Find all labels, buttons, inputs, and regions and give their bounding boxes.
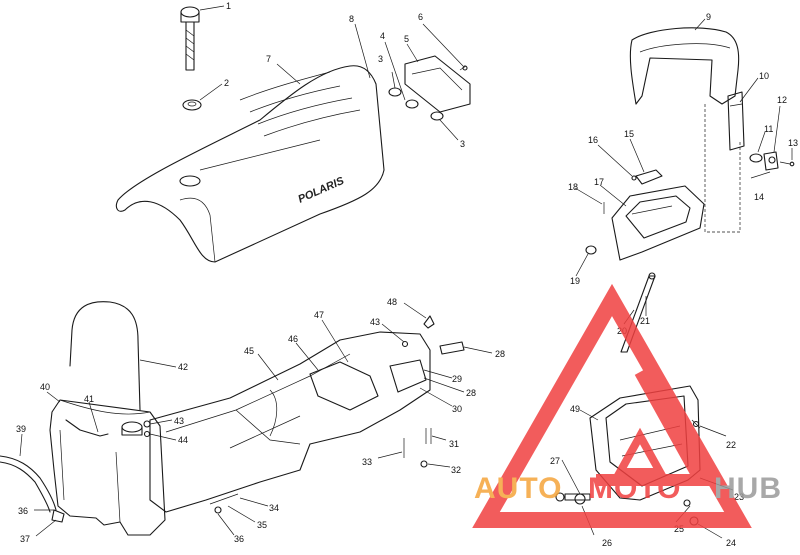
callout-41: 41 bbox=[84, 394, 94, 404]
callout-45: 45 bbox=[244, 346, 254, 356]
knob-assembly bbox=[749, 151, 795, 171]
callout-48: 48 bbox=[387, 297, 397, 307]
fuel-line-fitting bbox=[51, 509, 65, 523]
fuel-cap-gauge bbox=[180, 6, 200, 71]
callout-21: 21 bbox=[640, 316, 650, 326]
callout-11: 11 bbox=[764, 124, 773, 134]
overflow-hose bbox=[69, 301, 141, 411]
callout-34: 34 bbox=[269, 503, 279, 513]
callout-18: 18 bbox=[568, 182, 578, 192]
seat-logo: POLARIS bbox=[296, 175, 346, 206]
callout-22: 22 bbox=[726, 440, 736, 450]
callout-8: 8 bbox=[349, 14, 354, 24]
callout-5: 5 bbox=[404, 34, 409, 44]
callout-24: 24 bbox=[726, 538, 736, 548]
callout-2: 2 bbox=[224, 78, 229, 88]
callout-42: 42 bbox=[178, 362, 188, 372]
callout-3b: 3 bbox=[460, 139, 465, 149]
backrest-pad bbox=[629, 27, 740, 105]
callouts: 1 2 3 3 4 5 6 7 8 9 10 11 12 13 14 15 16… bbox=[16, 1, 798, 548]
callout-13: 13 bbox=[788, 138, 798, 148]
watermark: AUTO MOTO HUB bbox=[472, 283, 782, 528]
fuel-tank bbox=[49, 399, 166, 536]
assembly-line-backrest bbox=[704, 104, 741, 233]
seat: POLARIS bbox=[115, 65, 385, 263]
latch bbox=[439, 341, 465, 355]
callout-43a: 43 bbox=[174, 416, 184, 426]
watermark-hub: HUB bbox=[714, 472, 782, 505]
callout-19: 19 bbox=[570, 276, 580, 286]
callout-39: 39 bbox=[16, 424, 26, 434]
callout-33: 33 bbox=[362, 457, 372, 467]
backrest-upright bbox=[727, 91, 745, 151]
fasteners bbox=[143, 315, 435, 514]
callout-28a: 28 bbox=[495, 349, 505, 359]
callout-7: 7 bbox=[266, 54, 271, 64]
watermark-triangle-inner bbox=[596, 369, 711, 486]
vent-hose bbox=[0, 455, 57, 513]
callout-6: 6 bbox=[418, 12, 423, 22]
callout-30: 30 bbox=[452, 404, 462, 414]
watermark-auto: AUTO bbox=[474, 472, 562, 505]
callout-12: 12 bbox=[777, 95, 787, 105]
callout-35: 35 bbox=[257, 520, 267, 530]
callout-29: 29 bbox=[452, 374, 462, 384]
callout-10: 10 bbox=[759, 71, 769, 81]
callout-26: 26 bbox=[602, 538, 612, 548]
callout-31: 31 bbox=[449, 439, 459, 449]
callout-36a: 36 bbox=[234, 534, 244, 544]
callout-43b: 43 bbox=[370, 317, 380, 327]
callout-4: 4 bbox=[380, 31, 385, 41]
callout-46: 46 bbox=[288, 334, 298, 344]
callout-1: 1 bbox=[226, 1, 231, 11]
watermark-triangle-outer bbox=[472, 283, 752, 528]
callout-28b: 28 bbox=[466, 388, 476, 398]
seat-bracket bbox=[388, 55, 471, 121]
watermark-moto: MOTO bbox=[588, 472, 681, 505]
callout-25: 25 bbox=[674, 524, 684, 534]
grommet bbox=[182, 99, 202, 111]
callout-37: 37 bbox=[20, 534, 30, 544]
callout-16: 16 bbox=[588, 135, 598, 145]
callout-3: 3 bbox=[378, 54, 383, 64]
callout-23: 23 bbox=[734, 492, 744, 502]
callout-9: 9 bbox=[706, 12, 711, 22]
callout-40: 40 bbox=[40, 382, 50, 392]
callout-15: 15 bbox=[624, 129, 634, 139]
callout-17: 17 bbox=[594, 177, 604, 187]
watermark-triangle-core bbox=[613, 427, 667, 476]
backrest-bracket bbox=[585, 169, 705, 261]
callout-44: 44 bbox=[178, 435, 188, 445]
callout-14: 14 bbox=[754, 192, 764, 202]
callout-49: 49 bbox=[570, 404, 580, 414]
callout-32: 32 bbox=[451, 465, 461, 475]
callout-27: 27 bbox=[550, 456, 560, 466]
callout-36b: 36 bbox=[18, 506, 28, 516]
callout-47: 47 bbox=[314, 310, 324, 320]
chassis-frame bbox=[149, 331, 431, 513]
